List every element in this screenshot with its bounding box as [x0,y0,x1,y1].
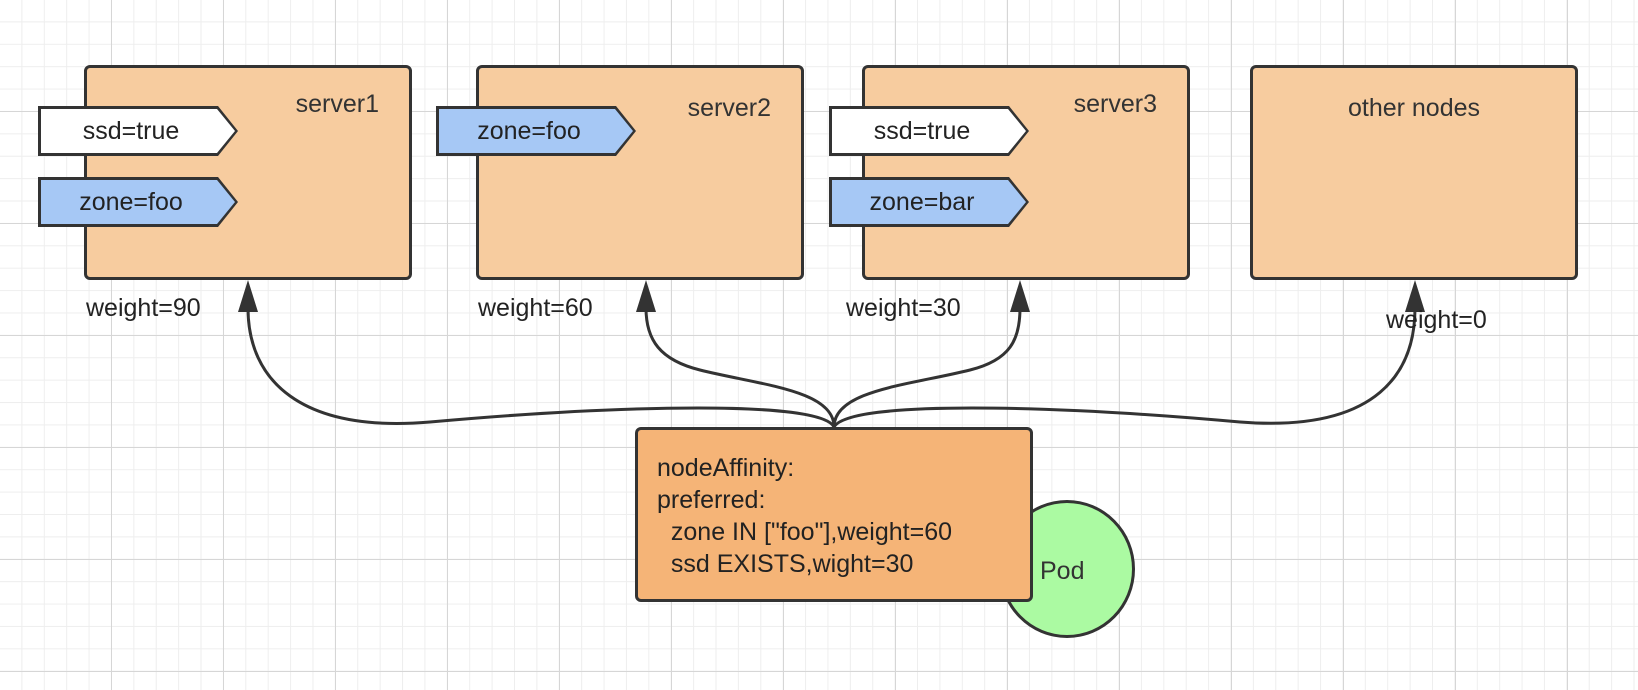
arrowhead-other-nodes [1405,280,1425,312]
server1-node: server1 [84,65,412,280]
weight-label: weight=60 [478,294,593,322]
affinity-line: preferred: [657,486,766,514]
weight-label: weight=0 [1386,306,1487,334]
label-tag-text: zone=foo [439,109,633,153]
arrowhead-server3 [1010,280,1030,312]
label-tag-text: ssd=true [832,109,1026,153]
label-tag-zone: zone=foo [436,106,636,156]
weight-label: weight=30 [846,294,961,322]
affinity-line: ssd EXISTS,wight=30 [657,550,914,578]
server-title: server1 [295,90,379,118]
arrow-to-server3 [832,307,1022,428]
arrowhead-server2 [636,280,656,312]
arrow-to-other-nodes [832,307,1417,428]
weight-label: weight=90 [86,294,201,322]
label-tag-text: zone=foo [41,180,235,224]
arrow-to-server1 [246,307,836,428]
arrowhead-server1 [238,280,258,312]
pod-label: Pod [1040,557,1085,585]
server-title: server2 [687,94,771,122]
arrow-to-server2 [644,307,836,428]
affinity-line: nodeAffinity: [657,454,795,482]
other-nodes-node: other nodes [1250,65,1578,280]
label-tag-ssd: ssd=true [38,106,238,156]
label-tag-ssd: ssd=true [829,106,1029,156]
node-affinity-box: nodeAffinity: preferred: zone IN ["foo"]… [635,427,1033,602]
server-title: server3 [1073,90,1157,118]
label-tag-text: ssd=true [41,109,235,153]
server2-node: server2 [476,65,804,280]
label-tag-zone: zone=foo [38,177,238,227]
label-tag-zone: zone=bar [829,177,1029,227]
server-title: other nodes [1347,94,1481,122]
affinity-line: zone IN ["foo"],weight=60 [657,518,953,546]
server3-node: server3 [862,65,1190,280]
label-tag-text: zone=bar [832,180,1026,224]
